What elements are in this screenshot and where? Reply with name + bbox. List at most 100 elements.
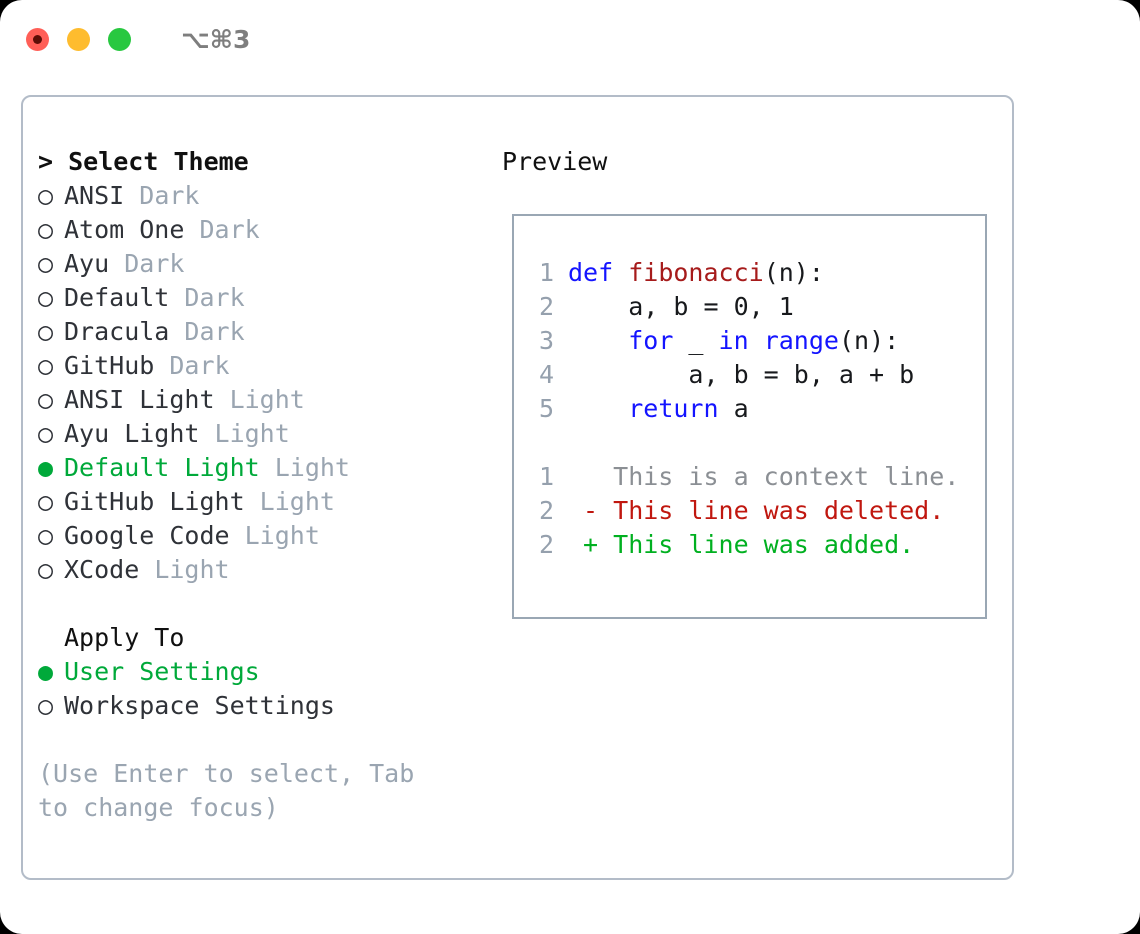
- diff-line: 2 + This line was added.: [526, 528, 981, 562]
- diff-text: - This line was deleted.: [568, 496, 945, 525]
- theme-option-ayu[interactable]: ○Ayu Dark: [38, 247, 498, 281]
- theme-option-ansi-light[interactable]: ○ ANSI Light Light: [38, 383, 498, 417]
- theme-variant-tag: Dark: [139, 181, 200, 210]
- radio-unselected-icon: ○: [38, 317, 54, 346]
- theme-option-label: Default: [64, 283, 185, 312]
- diff-line: 1 This is a context line.: [526, 460, 981, 494]
- preview-title: Preview: [502, 147, 608, 176]
- theme-option-github-light[interactable]: ○ GitHub Light Light: [38, 485, 498, 519]
- window-controls: [26, 27, 131, 51]
- code-line: 5 return a: [526, 392, 981, 426]
- theme-option-label: Ayu Light: [64, 419, 215, 448]
- apply-to-header: Apply To: [64, 623, 185, 652]
- theme-option-xcode[interactable]: ○ XCode Light: [38, 553, 498, 587]
- theme-option-github[interactable]: ○ GitHub Dark: [38, 349, 498, 383]
- line-number: 2: [538, 292, 554, 321]
- maximize-button[interactable]: [108, 27, 131, 51]
- theme-option-label: Default Light: [64, 453, 275, 482]
- code-token: (n):: [763, 258, 824, 287]
- diff-sample: 1 This is a context line. 2 - This line w…: [526, 460, 981, 562]
- code-token: a, b = b, a + b: [568, 360, 915, 389]
- theme-option-label: GitHub Light: [64, 487, 260, 516]
- code-line: 2 a, b = 0, 1: [526, 290, 981, 324]
- diff-text: This is a context line.: [568, 462, 960, 491]
- theme-variant-tag: Light: [229, 385, 305, 414]
- code-token: (n):: [838, 326, 900, 355]
- code-token: [568, 394, 628, 423]
- line-number: 1: [538, 462, 554, 491]
- code-token: a, b = 0, 1: [568, 292, 794, 321]
- code-token: return: [628, 394, 719, 423]
- theme-option-label: Atom One: [64, 215, 200, 244]
- theme-option-label: Dracula: [64, 317, 185, 346]
- radio-unselected-icon: ○: [38, 283, 54, 312]
- line-number: 3: [538, 326, 554, 355]
- theme-option-atom-one[interactable]: ○Atom One Dark: [38, 213, 498, 247]
- theme-variant-tag: Light: [259, 487, 335, 516]
- keyboard-hint-text: (Use Enter to select, Tab to change focu…: [38, 759, 430, 822]
- theme-option-label: GitHub: [64, 351, 170, 380]
- theme-list-column: > Select Theme ○ANSI Dark○Atom One Dark○…: [38, 145, 498, 825]
- theme-variant-tag: Dark: [124, 249, 185, 278]
- theme-variant-tag: Dark: [169, 351, 230, 380]
- line-number: 4: [538, 360, 554, 389]
- code-token: in: [718, 326, 749, 355]
- code-line: 4 a, b = b, a + b: [526, 358, 981, 392]
- theme-variant-tag: Light: [274, 453, 350, 482]
- radio-unselected-icon: ○: [38, 351, 54, 380]
- radio-selected-icon: ●: [38, 453, 54, 482]
- theme-variant-tag: Light: [214, 419, 290, 448]
- line-number: 5: [538, 394, 554, 423]
- theme-variant-tag: Dark: [199, 215, 260, 244]
- apply-to-option-label: User Settings: [64, 657, 260, 686]
- radio-unselected-icon: ○: [38, 419, 54, 448]
- theme-variant-tag: Light: [154, 555, 230, 584]
- radio-unselected-icon: ○: [38, 181, 54, 210]
- theme-option-ansi[interactable]: ○ ANSI Dark: [38, 179, 498, 213]
- theme-option-default-light[interactable]: ● Default Light Light: [38, 451, 498, 485]
- theme-variant-tag: Dark: [184, 317, 245, 346]
- code-token: _: [673, 326, 719, 355]
- radio-unselected-icon: ○: [38, 555, 54, 584]
- theme-option-label: ANSI Light: [64, 385, 230, 414]
- radio-unselected-icon: ○: [38, 691, 54, 720]
- theme-option-ayu-light[interactable]: ○ Ayu Light Light: [38, 417, 498, 451]
- apply-to-option-label: Workspace Settings: [64, 691, 335, 720]
- radio-unselected-icon: ○: [38, 487, 54, 516]
- radio-unselected-icon: ○: [38, 521, 54, 550]
- code-token: range: [763, 326, 839, 355]
- line-number: 2: [538, 530, 554, 559]
- apply-to-option-user-settings[interactable]: ● User Settings: [38, 655, 498, 689]
- theme-option-google-code[interactable]: ○ Google Code Light: [38, 519, 498, 553]
- theme-option-list: ○ANSI Dark○Atom One Dark○Ayu Dark○Defaul…: [38, 179, 498, 587]
- theme-option-label: ANSI: [64, 181, 140, 210]
- theme-option-dracula[interactable]: ○ Dracula Dark: [38, 315, 498, 349]
- theme-variant-tag: Light: [244, 521, 320, 550]
- line-number: 1: [538, 258, 554, 287]
- theme-variant-tag: Dark: [184, 283, 245, 312]
- theme-option-label: XCode: [64, 555, 155, 584]
- theme-option-label: Ayu: [64, 249, 125, 278]
- spacer: [526, 426, 981, 460]
- close-button[interactable]: [26, 27, 49, 51]
- code-token: fibonacci: [628, 258, 764, 287]
- apply-to-option-workspace-settings[interactable]: ○ Workspace Settings: [38, 689, 498, 723]
- select-theme-header: > Select Theme: [38, 147, 249, 176]
- radio-unselected-icon: ○: [38, 385, 54, 414]
- radio-selected-icon: ●: [38, 657, 54, 686]
- theme-option-default[interactable]: ○ Default Dark: [38, 281, 498, 315]
- apply-to-option-list: ● User Settings ○ Workspace Settings: [38, 655, 498, 723]
- spacer: [38, 587, 498, 621]
- code-token: for: [628, 326, 674, 355]
- code-token: [749, 326, 764, 355]
- minimize-button[interactable]: [67, 27, 90, 51]
- code-token: a: [718, 394, 749, 423]
- keyboard-shortcut-label: ⌥⌘3: [181, 24, 251, 54]
- code-line: 3 for _ in range(n):: [526, 324, 981, 358]
- code-token: def: [568, 258, 629, 287]
- theme-option-label: Google Code: [64, 521, 245, 550]
